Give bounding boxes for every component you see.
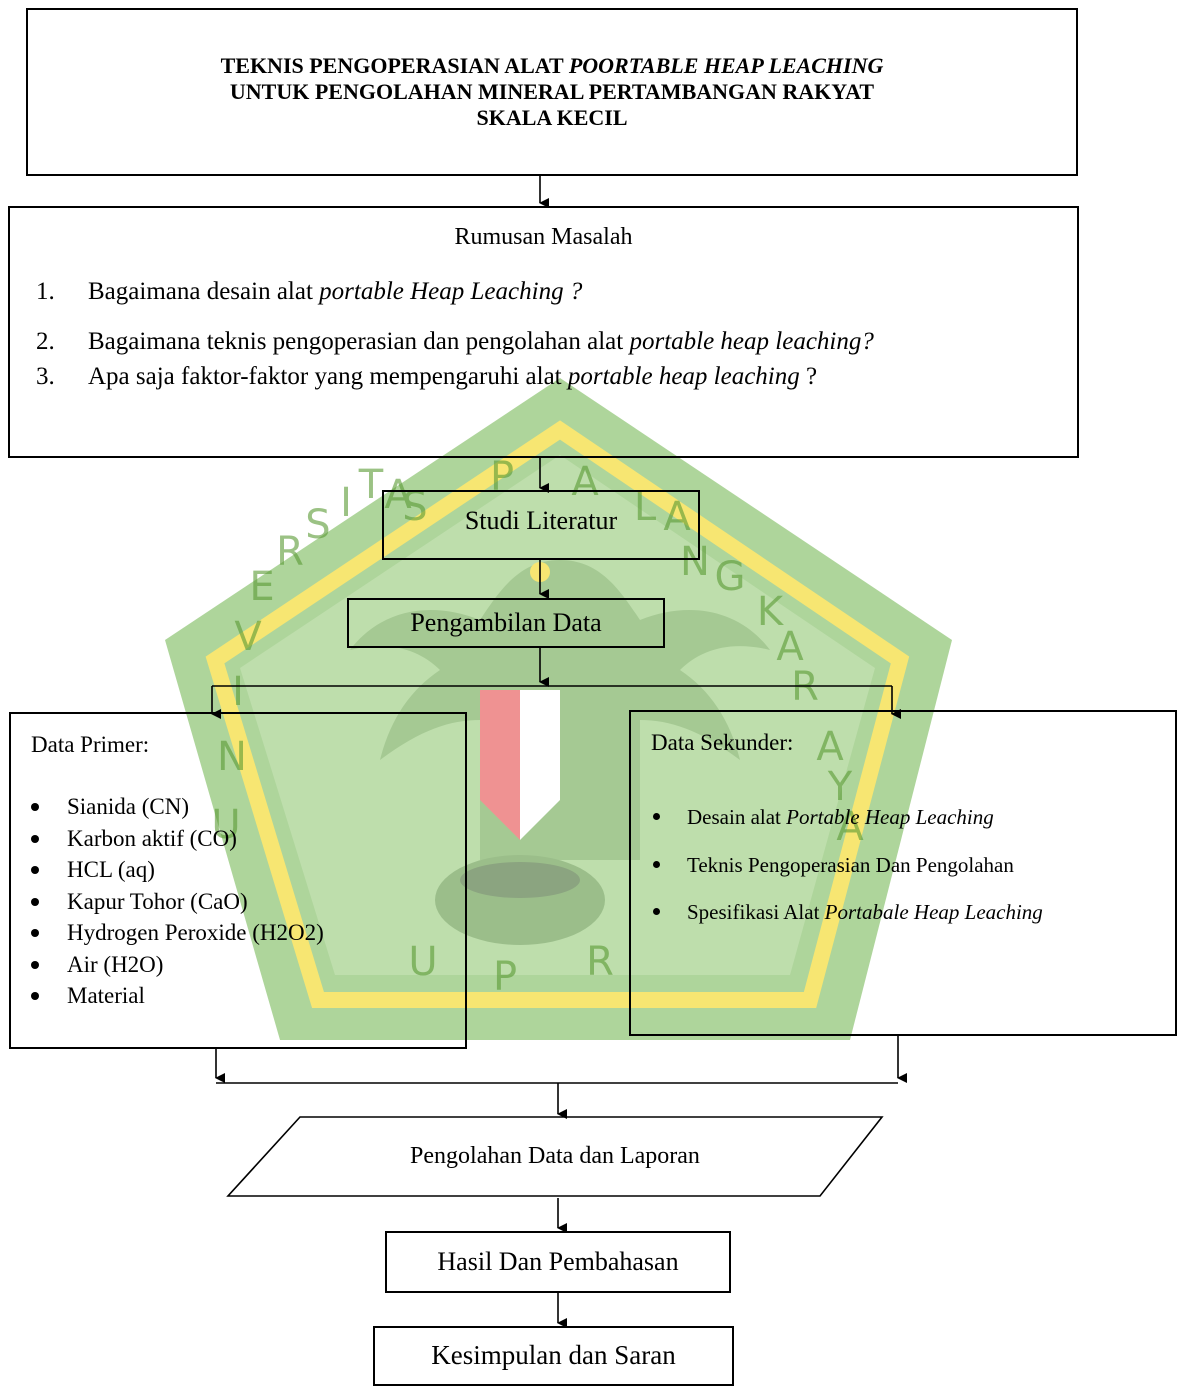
kesimpulan-box: Kesimpulan dan Saran [373,1326,734,1386]
list-item: Sianida (CN) [11,791,324,823]
list-item: Hydrogen Peroxide (H2O2) [11,917,324,949]
title-line-2: UNTUK PENGOLAHAN MINERAL PERTAMBANGAN RA… [229,79,875,104]
pengambilan-data-box: Pengambilan Data [347,598,665,648]
rumusan-item-2: 2. Bagaimana teknis pengoperasian dan pen… [36,328,874,356]
seal-letter: N [680,539,710,585]
data-sekunder-box: Data Sekunder: Desain alat Portable Heap… [629,710,1177,1036]
rumusan-item-italic: portable heap leaching [567,363,800,390]
seal-shield-white [520,690,560,840]
seal-letter: S [305,502,330,548]
hasil-box: Hasil Dan Pembahasan [385,1231,731,1293]
title-line-1: TEKNIS PENGOPERASIAN ALAT POORTABLE HEAP… [221,53,884,79]
rumusan-heading: Rumusan Masalah [454,224,633,250]
list-item: Teknis Pengoperasian Dan Pengolahan [631,852,1043,879]
data-sekunder-list: Desain alat Portable Heap Leaching Tekni… [631,804,1043,947]
seal-letter: K [757,589,785,635]
title-line-1-prefix: TEKNIS PENGOPERASIAN ALAT [220,53,569,78]
seal-letter: A [816,724,844,770]
seal-letter: R [586,939,614,985]
title-text: TEKNIS PENGOPERASIAN ALAT POORTABLE HEAP… [26,8,1078,176]
kesimpulan-label: Kesimpulan dan Saran [431,1340,676,1370]
seal-letter: A [836,804,864,850]
seal-letter: P [490,454,514,500]
seal-shield-red [480,690,520,840]
studi-literatur-box: Studi Literatur [382,490,700,560]
pengolahan-parallelogram [226,1116,884,1197]
list-item: Karbon aktif (CO) [11,823,324,855]
rumusan-item-text: Bagaimana desain alat [88,278,320,305]
hasil-label: Hasil Dan Pembahasan [437,1247,679,1276]
data-primer-heading: Data Primer: [31,732,150,757]
seal-letter: Y [827,764,853,810]
seal-letter: P [493,954,517,1000]
seal-letter: U [408,939,437,985]
seal-letter: N [217,734,247,780]
pengambilan-data-label: Pengambilan Data [410,608,602,637]
rumusan-item-suffix: ? [799,363,818,390]
list-item: HCL (aq) [11,854,324,886]
data-sekunder-heading: Data Sekunder: [651,730,794,755]
rumusan-box: Rumusan Masalah 1. Bagaimana desain alat … [8,206,1079,458]
seal-letter: I [232,669,244,715]
rumusan-item-italic: portable heap leaching? [629,328,874,355]
title-line-1-italic: POORTABLE HEAP LEACHING [568,53,884,78]
pengolahan-label: Pengolahan Data dan Laporan [410,1143,700,1169]
seal-letter: A [663,494,691,540]
rumusan-item-1: 1. Bagaimana desain alat portable Heap Le… [36,278,582,306]
seal-letter: L [634,484,657,530]
seal-letter: R [276,529,304,575]
data-primer-list: Sianida (CN) Karbon aktif (CO) HCL (aq) … [11,791,324,1012]
seal-letter: E [249,564,274,610]
rumusan-item-text: Bagaimana teknis pengoperasian dan pengo… [88,328,630,355]
seal-letter: V [234,614,262,660]
data-primer-box: Data Primer: Sianida (CN) Karbon aktif (… [9,712,467,1049]
list-item: Spesifikasi Alat Portabale Heap Leaching [631,899,1043,926]
rumusan-item-3: 3. Apa saja faktor-faktor yang mempengaru… [36,363,817,391]
rumusan-item-num: 2. [36,328,55,355]
studi-literatur-label: Studi Literatur [464,506,618,535]
seal-letter: G [715,554,746,600]
seal-letter: U [211,802,240,848]
title-line-3: SKALA KECIL [476,105,628,130]
rumusan-item-num: 1. [36,278,55,305]
rumusan-item-num: 3. [36,363,55,390]
seal-letter: I [340,480,352,526]
seal-letter: T [358,462,384,508]
list-item-text: Teknis Pengoperasian Dan Pengolahan [687,852,1014,877]
seal-letter: A [571,459,599,505]
seal-yellow-band [205,420,910,1008]
list-item-italic: Portabale Heap Leaching [824,900,1043,924]
list-item: Kapur Tohor (CaO) [11,886,324,918]
rumusan-item-italic: portable Heap Leaching ? [319,278,583,305]
seal-letter: A [384,472,412,518]
seal-letter: R [791,664,819,710]
list-item: Material [11,980,324,1012]
list-item-italic: Portable Heap Leaching [786,805,994,829]
rumusan-item-text: Apa saja faktor-faktor yang mempengaruhi… [88,363,568,390]
seal-letter: A [776,624,804,670]
list-item: Desain alat Portable Heap Leaching [631,804,1043,831]
list-item-text: Desain alat [687,805,787,829]
list-item-text: Spesifikasi Alat [687,900,825,924]
list-item: Air (H2O) [11,949,324,981]
title-box [26,8,1078,176]
